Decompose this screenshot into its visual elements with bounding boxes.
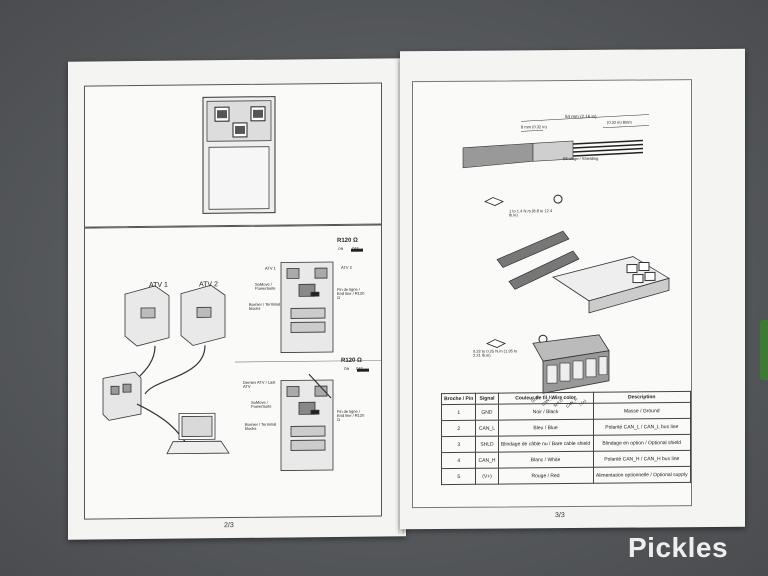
diagram2-switch-on: ON bbox=[344, 366, 350, 371]
diagram1-end-line: Fin de ligne / End line / R120 Ω bbox=[337, 286, 365, 300]
left-page: ATV 1 ATV 2 R120 Ω ON OFF ATV 1 ATV 2 So… bbox=[68, 58, 406, 540]
background-object bbox=[760, 320, 768, 380]
diagram2-somove: SoMove / PowerSuite bbox=[251, 399, 272, 409]
cell-signal: (V+) bbox=[475, 468, 499, 485]
header-pin: Broche / Pin bbox=[441, 393, 476, 405]
cell-wire-color: Blindage de câble nu / Bare cable shield bbox=[498, 435, 593, 453]
header-description: Description bbox=[593, 391, 691, 404]
cell-pin: 1 bbox=[441, 404, 476, 421]
diagram2-switch-off: OFF bbox=[356, 366, 363, 371]
diagram1-somove: SoMove / PowerSuite bbox=[255, 281, 276, 291]
cell-description: Polarité CAN_L / CAN_L bus line bbox=[593, 418, 691, 436]
diagram2-title: R120 Ω bbox=[341, 357, 362, 364]
shield-label: Blindage / Shielding bbox=[563, 155, 599, 162]
top-diagram-panel bbox=[84, 82, 382, 228]
cable-total-length: 54 mm (2.16 in) bbox=[565, 113, 597, 120]
diagram1-title: R120 Ω bbox=[337, 237, 358, 244]
table-row: 5 (V+) Rouge / Red Alimentation optionne… bbox=[441, 466, 691, 485]
watermark-logo: Pickles bbox=[628, 532, 729, 563]
header-signal: Signal bbox=[475, 393, 499, 405]
diagram1-atv1: ATV 1 bbox=[265, 265, 276, 271]
cell-description: Polarité CAN_H / CAN_H bus line bbox=[593, 450, 691, 468]
diagram2-end-line: Fin de ligne / End line / R120 Ω bbox=[337, 408, 365, 422]
cell-wire-color: Rouge / Red bbox=[498, 467, 593, 485]
cell-pin: 3 bbox=[441, 436, 476, 453]
left-page-number: 2/3 bbox=[224, 522, 234, 530]
network-diagram-panel: ATV 1 ATV 2 R120 Ω ON OFF ATV 1 ATV 2 So… bbox=[84, 224, 382, 520]
wiring-panel: 54 mm (2.16 in) 8 mm (0.32 in) (0.32 in)… bbox=[412, 79, 692, 509]
cell-signal: CAN_H bbox=[475, 452, 499, 469]
cell-pin: 2 bbox=[441, 420, 476, 437]
cell-signal: GND bbox=[475, 404, 499, 421]
diagram1-switch-off: OFF bbox=[352, 246, 359, 251]
diagram1-atv2: ATV 2 bbox=[341, 264, 352, 270]
torque-spec-1: 1 to 1.4 N.m (8.8 to 12.4 lb.in) bbox=[509, 208, 553, 218]
right-page-number: 3/3 bbox=[555, 512, 565, 520]
cable-left-length: 8 mm (0.32 in) bbox=[521, 124, 547, 130]
cell-signal: CAN_L bbox=[475, 420, 499, 437]
diagram2-bornier: Bornier / Terminal blocks bbox=[245, 421, 277, 431]
cell-wire-color: Noir / Black bbox=[498, 403, 593, 421]
cell-pin: 5 bbox=[441, 468, 476, 485]
diagram1-bornier: Bornier / Terminal blocks bbox=[249, 301, 281, 311]
cell-description: Masse / Ground bbox=[593, 402, 691, 420]
cell-wire-color: Blanc / White bbox=[498, 451, 593, 469]
wiring-illustration bbox=[462, 114, 670, 394]
atv1-label: ATV 1 bbox=[149, 281, 168, 289]
network-illustration bbox=[102, 248, 381, 471]
cell-pin: 4 bbox=[441, 452, 476, 469]
pinout-table: Broche / Pin Signal Couleur de fil / Wir… bbox=[441, 391, 691, 485]
cell-description: Alimentation optionnelle / Optional supp… bbox=[593, 466, 691, 484]
diagram1-switch-on: ON bbox=[338, 246, 344, 251]
cable-right-length: (0.32 in) 8mm bbox=[607, 119, 632, 125]
drive-front-illustration bbox=[202, 96, 276, 214]
atv2-label: ATV 2 bbox=[199, 281, 218, 289]
cell-wire-color: Bleu / Blue bbox=[498, 419, 593, 437]
diagram2-last-atv: Dernier ATV / Last ATV bbox=[243, 379, 276, 389]
cell-signal: SHLD bbox=[475, 436, 499, 453]
cell-description: Blindage en option / Optional shield bbox=[593, 434, 691, 452]
header-wire-color: Couleur de fil / Wire color bbox=[498, 392, 593, 405]
right-page: 54 mm (2.16 in) 8 mm (0.32 in) (0.32 in)… bbox=[400, 48, 745, 530]
torque-spec-2: 0.22 to 0.25 N.m (1.95 to 2.21 lb.in) bbox=[473, 348, 518, 358]
